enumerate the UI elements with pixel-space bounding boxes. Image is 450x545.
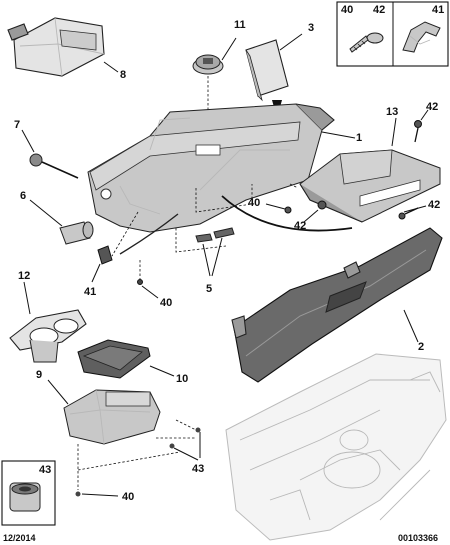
- callout-3: 3: [308, 22, 314, 34]
- callout-40-bottom: 40: [122, 491, 134, 503]
- callout-42-center: 42: [294, 220, 306, 232]
- nut-43-icon: [9, 482, 41, 512]
- part-11-cap: [192, 54, 224, 75]
- part-12-cupholder: [9, 309, 87, 363]
- inset-label-43: 43: [39, 464, 51, 476]
- assembly-connector-line: [221, 195, 353, 232]
- clip-41-part: [97, 245, 113, 265]
- callout-8: 8: [120, 69, 126, 81]
- clip-41-icon: [402, 21, 441, 53]
- callout-41: 41: [84, 286, 96, 298]
- part-5-pins: [195, 227, 235, 243]
- callout-10: 10: [176, 373, 188, 385]
- part-10-tray: [77, 339, 151, 379]
- callout-2: 2: [418, 341, 424, 353]
- footer-date: 12/2014: [3, 533, 36, 543]
- part-7-grommet: [29, 153, 43, 167]
- screw-40-center: [284, 206, 292, 214]
- screw-43-b: [169, 443, 175, 449]
- inset-label-40: 40: [341, 4, 353, 16]
- callout-12: 12: [18, 270, 30, 282]
- callout-43: 43: [192, 463, 204, 475]
- cable-harness: [119, 213, 179, 255]
- part-8-bracket: [7, 17, 105, 77]
- callout-1: 1: [356, 132, 362, 144]
- callout-7: 7: [14, 119, 20, 131]
- nut-inset: 43: [1, 460, 56, 526]
- part-1-glovebox-housing: [87, 103, 335, 233]
- screw-40-bottom: [75, 491, 81, 497]
- callout-40-center: 40: [248, 197, 260, 209]
- part-3-cover-plate: [245, 39, 289, 102]
- dashboard-outline: [225, 353, 447, 541]
- inset-label-42: 42: [373, 4, 385, 16]
- callout-5: 5: [206, 283, 212, 295]
- part-2-glovebox-door: [231, 227, 443, 383]
- callout-13: 13: [386, 106, 398, 118]
- callout-11: 11: [234, 19, 246, 31]
- screw-43-a: [195, 427, 201, 433]
- fastener-inset: 40 42 41: [336, 1, 449, 67]
- screw-42-center: [317, 200, 327, 210]
- part-6-module: [59, 221, 94, 245]
- screw-42-top: [414, 120, 422, 143]
- part-9-lower-box: [63, 389, 161, 445]
- callout-9: 9: [36, 369, 42, 381]
- screw-40-42-icon: [349, 32, 384, 53]
- screw-40-left: [137, 279, 143, 285]
- callout-labels: 1 2 3 5 6 7 8 9 10 11 12 13 40 40 40 41 …: [14, 19, 440, 503]
- screw-42-right: [398, 207, 419, 220]
- callout-42-top: 42: [426, 101, 438, 113]
- callout-6: 6: [20, 190, 26, 202]
- footer-reference: 00103366: [398, 533, 438, 543]
- inset-label-41: 41: [432, 4, 444, 16]
- part-13-drawer: [299, 149, 441, 223]
- callout-42-right: 42: [428, 199, 440, 211]
- callout-40-left: 40: [160, 297, 172, 309]
